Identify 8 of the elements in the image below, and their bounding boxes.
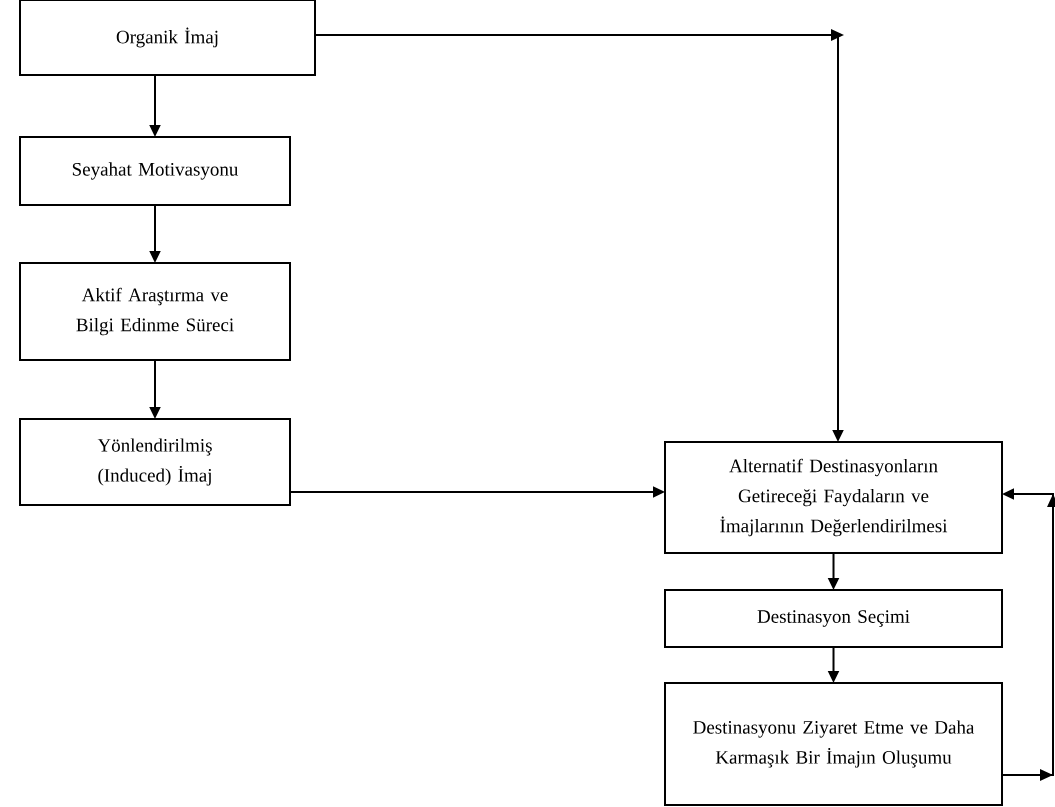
process-box: Organik İmaj <box>19 0 316 76</box>
process-box: Aktif Araştırma ve Bilgi Edinme Süreci <box>19 262 291 361</box>
process-box: Alternatif Destinasyonların Getireceği Faydaların ve İmajlarının Değerlendirilmesi <box>664 441 1003 554</box>
process-box: Yönlendirilmiş (Induced) İmaj <box>19 418 291 506</box>
process-box: Seyahat Motivasyonu <box>19 136 291 206</box>
process-box: Destinasyonu Ziyaret Etme ve Daha Karmaşık Bir İmajın Oluşumu <box>664 682 1003 806</box>
arrow <box>1001 488 1055 781</box>
process-box: Destinasyon Seçimi <box>664 589 1003 648</box>
